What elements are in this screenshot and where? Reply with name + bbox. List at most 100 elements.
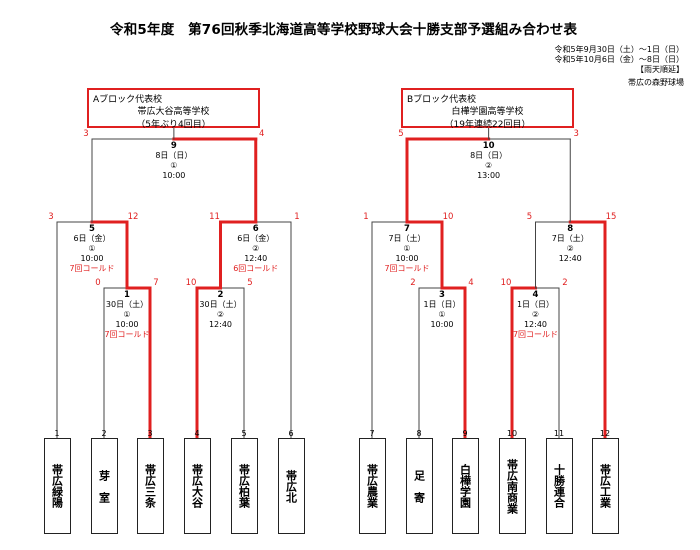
school-name: 十勝連合: [552, 464, 566, 508]
score-left: 5: [527, 212, 532, 222]
block-representative-box: Bブロック代表校白樺学園高等学校（19年連続22回目）: [401, 88, 574, 130]
date-range-2: 令和5年10月6日（金）～8日（日）: [554, 55, 684, 64]
score-right: 2: [562, 278, 567, 288]
school-number: 9: [462, 429, 467, 438]
game-field: ②: [567, 244, 574, 253]
school-name: 帯広柏葉: [237, 464, 251, 508]
game-time: 12:40: [524, 320, 547, 329]
school-name: 帯広緑陽: [50, 464, 64, 508]
game-number: 1: [124, 290, 130, 300]
school-name: 足 寄: [412, 469, 426, 503]
school-box: 帯広柏葉: [230, 438, 258, 534]
game-note: 7回コールド: [104, 330, 149, 339]
game-number: 8: [567, 224, 573, 234]
game-date: 1日（日）: [517, 300, 554, 309]
game-field: ①: [438, 310, 445, 319]
game-time: 12:40: [209, 320, 232, 329]
score-left: 10: [501, 278, 512, 288]
game-date: 1日（日）: [423, 300, 460, 309]
game-time: 10:00: [395, 254, 418, 263]
game-field: ①: [170, 161, 177, 170]
date-range-1: 令和5年9月30日（土）～1日（日）: [554, 45, 684, 54]
score-right: 3: [574, 129, 579, 139]
school-name: 帯広北: [284, 469, 298, 503]
school-box: 帯広緑陽: [43, 438, 71, 534]
game-time: 12:40: [559, 254, 582, 263]
school-number: 4: [194, 429, 199, 438]
game-date: 30日（土）: [199, 299, 241, 309]
school-box: 帯広工業: [591, 438, 619, 534]
game-note: 7回コールド: [69, 264, 114, 273]
appearance-note: （5年ぶり4回目）: [136, 120, 211, 130]
rain-note: 【雨天順延】: [636, 65, 684, 74]
score-right: 12: [128, 212, 139, 222]
school-number: 7: [369, 429, 374, 438]
game-field: ②: [532, 310, 539, 319]
school-box: 芽 室: [90, 438, 118, 534]
school-number: 2: [101, 429, 106, 438]
school-box: 帯広大谷: [183, 438, 211, 534]
school-name: 帯広工業: [598, 464, 612, 508]
game-note: 7回コールド: [384, 264, 429, 273]
score-left: 1: [363, 212, 368, 222]
school-box: 足 寄: [405, 438, 433, 534]
game-field: ①: [403, 244, 410, 253]
school-box: 帯広農業: [358, 438, 386, 534]
school-box: 帯広南商業: [498, 438, 526, 534]
school-number: 3: [147, 429, 152, 438]
score-left: 2: [410, 278, 415, 288]
game-number: 3: [439, 290, 445, 300]
game-time: 12:40: [244, 254, 267, 263]
school-name: 帯広南商業: [505, 458, 519, 514]
school-name: 帯広農業: [365, 464, 379, 508]
school-number: 6: [288, 429, 293, 438]
school-name: 帯広三条: [143, 464, 157, 508]
score-right: 4: [259, 129, 264, 139]
game-time: 10:00: [80, 254, 103, 263]
game-number: 6: [253, 224, 259, 234]
game-field: ②: [252, 244, 259, 253]
game-field: ②: [485, 161, 492, 170]
school-name: 白樺学園: [458, 464, 472, 508]
school-number: 11: [554, 429, 564, 438]
school-number: 1: [54, 429, 59, 438]
game-time: 13:00: [477, 171, 500, 180]
score-left: 10: [186, 278, 197, 288]
score-left: 11: [209, 212, 220, 222]
score-right: 10: [443, 212, 454, 222]
score-right: 15: [606, 212, 617, 222]
school-number: 12: [600, 429, 610, 438]
game-time: 10:00: [430, 320, 453, 329]
score-left: 0: [95, 278, 100, 288]
school-box: 帯広三条: [136, 438, 164, 534]
game-time: 10:00: [162, 171, 185, 180]
appearance-note: （19年連続22回目）: [444, 120, 531, 130]
game-number: 5: [89, 224, 95, 234]
game-date: 6日（金）: [237, 233, 274, 243]
game-field: ①: [123, 310, 130, 319]
score-right: 4: [468, 278, 473, 288]
school-number: 10: [507, 429, 517, 438]
game-note: 7回コールド: [513, 330, 558, 339]
game-date: 8日（日）: [470, 151, 507, 160]
school-name: 帯広大谷: [190, 464, 204, 508]
game-time: 10:00: [115, 320, 138, 329]
school-name: 芽 室: [97, 469, 111, 503]
game-date: 7日（土）: [552, 233, 589, 243]
block-representative-box: Aブロック代表校帯広大谷高等学校（5年ぶり4回目）: [87, 88, 260, 130]
game-number: 2: [218, 290, 224, 300]
game-date: 8日（日）: [155, 151, 192, 160]
score-right: 5: [247, 278, 252, 288]
score-left: 5: [398, 129, 403, 139]
school-box: 帯広北: [277, 438, 305, 534]
game-number: 10: [483, 141, 495, 151]
score-right: 1: [294, 212, 299, 222]
game-field: ②: [217, 310, 224, 319]
game-date: 7日（土）: [388, 233, 425, 243]
school-box: 白樺学園: [451, 438, 479, 534]
game-number: 4: [533, 290, 539, 300]
page-title: 令和5年度 第76回秋季北海道高等学校野球大会十勝支部予選組み合わせ表: [110, 22, 578, 38]
game-date: 6日（金）: [73, 233, 110, 243]
school-number: 5: [241, 429, 246, 438]
